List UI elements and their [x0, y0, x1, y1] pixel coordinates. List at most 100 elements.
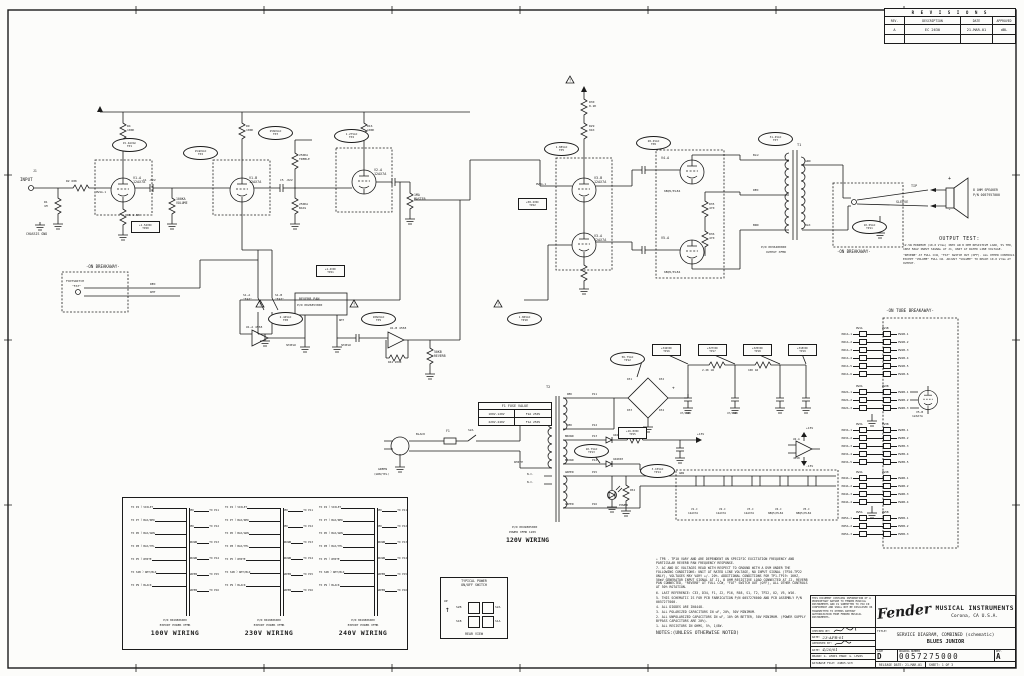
- schematic-label: 50KB: [434, 350, 442, 354]
- schematic-label: V2-C: [719, 507, 726, 511]
- schematic-label: 8 OHM SPEAKER: [973, 188, 998, 192]
- schematic-label: BLK: [805, 223, 811, 227]
- export-left-pin: TO P6 〉BLK/GRN: [319, 532, 374, 535]
- schematic-label: D33: [627, 408, 633, 412]
- notes-items: ⚠ TP8 - TP10 VARY AND ARE DEPENDENT ON S…: [656, 557, 808, 629]
- schematic-label: WHT: [339, 318, 345, 322]
- note-item: 4. ALL DIODES ARE IN4448.: [656, 604, 704, 609]
- schematic-label: 470: [709, 206, 715, 210]
- schematic-label: D31: [627, 377, 633, 381]
- schematic-label: +15V: [697, 432, 705, 436]
- schematic-label: BLU: [753, 153, 759, 157]
- fuse-rating: F2A 250V: [525, 411, 541, 416]
- schematic-label: U1-A 4558: [246, 325, 263, 329]
- export-xfmr-name: EXPORT POWER XFMR: [159, 623, 191, 627]
- schematic-label: BASS: [299, 206, 307, 210]
- opamp-icons: [251, 329, 813, 458]
- schematic-label: T1: [797, 143, 802, 147]
- fuse-value-table: F1 FUSE VALUE 100V-120V F2A 250V 220V-24…: [478, 402, 552, 426]
- schematic-label: POWER XFMR 120V: [509, 530, 537, 534]
- approved-by-label: APPROVED BY:: [812, 641, 833, 646]
- connector-name: PW2B: [882, 383, 889, 388]
- switch-contact: [482, 602, 494, 614]
- wiring-voltage-label: 100V WIRING: [150, 629, 200, 637]
- schematic-label: 47/450V: [680, 412, 691, 415]
- speaker-icon: [945, 177, 969, 219]
- schematic-label: REVERB: [434, 354, 446, 358]
- schematic-label: 12AX7A: [716, 511, 727, 515]
- schematic-label: V1-B: [249, 176, 258, 180]
- schematic-label: +: [672, 386, 675, 391]
- drawing-title: SERVICE DIAGRAM, COMBINED (schematic): [896, 633, 995, 638]
- schematic-label: INPUT: [20, 177, 33, 182]
- revision-date: 21-MAR-01: [961, 25, 993, 34]
- schematic-label: FOOTSWITCH: [66, 279, 85, 283]
- schematic-label: 1M: [44, 204, 48, 208]
- schematic-label: "FAT": [243, 297, 253, 301]
- schematic-label: S2A: [468, 428, 474, 432]
- schematic-label: GRN: [679, 471, 685, 475]
- export-left-pin: TO P8 〉BLK/YEL: [319, 545, 374, 548]
- power-switch-title-2: ON/OFF SWITCH: [461, 582, 487, 587]
- output-test-paragraph: 12.5W MINIMUM (10.0 Vrms) INTO AN 8 OHM …: [903, 243, 1013, 251]
- schematic-label: N.C.: [527, 480, 534, 484]
- schematic-label: TIP: [911, 184, 918, 188]
- schematic-label: BRN: [753, 223, 759, 227]
- schematic-label: P16: [592, 502, 598, 506]
- engineer: ENGR: G. LEWIS: [839, 654, 863, 659]
- schematic-label: P/N 0036480000: [761, 245, 787, 249]
- input-jack-icon: [28, 185, 34, 191]
- switch-label-s2a: S2A: [495, 605, 501, 609]
- revisions-header-approved: APPROVED: [996, 18, 1012, 23]
- schematic-label: 12AX7A: [133, 180, 146, 184]
- fender-logo: Fender: [876, 600, 933, 623]
- export-left-pin: TO P5 〉WHITE: [225, 558, 280, 561]
- export-left-pin: TO P7 〉BLK/RED: [225, 519, 280, 522]
- schematic-label: RED: [567, 392, 573, 396]
- checked-by-label: CHECKED BY:: [812, 628, 831, 633]
- connector-name: PW4A: [856, 469, 863, 474]
- schematic-label: POWER: [619, 503, 629, 507]
- connector-name: PW1A: [856, 325, 863, 330]
- power-switch-box: TYPICAL POWER ON/OFF SWITCH UP ↑ S2B S2A…: [440, 577, 508, 639]
- schematic-label: 120V WIRING: [506, 536, 550, 544]
- schematic-label: 100K: [127, 128, 135, 132]
- schematic-label: R16: [367, 124, 373, 128]
- schematic-label: WHITE: [514, 460, 524, 464]
- schematic-label: SLEEVE: [896, 200, 909, 204]
- schematic-label: 2.2K 1W: [702, 368, 714, 372]
- export-left-pin: TO P8 〉BLK/YEL: [131, 545, 186, 548]
- schematic-label: F1: [446, 429, 450, 433]
- drawing-subtitle: BLUES JUNIOR: [926, 639, 965, 645]
- connector-name: PW5B: [882, 509, 889, 514]
- export-left-pin: TO P9 〉BLACK: [225, 584, 280, 587]
- schematic-label: RED: [150, 282, 156, 286]
- revisions-table: R E V I S I O N S REV. DESCRIPTION DATE …: [884, 8, 1016, 44]
- schematic-label: C1 .022: [143, 178, 156, 182]
- schematic-label: 4558: [793, 456, 800, 460]
- schematic-label: 470: [709, 236, 715, 240]
- checked-date-label: DATE:: [812, 635, 821, 640]
- schematic-label: D34: [659, 408, 665, 412]
- bridge-rectifier-icon: [627, 377, 669, 419]
